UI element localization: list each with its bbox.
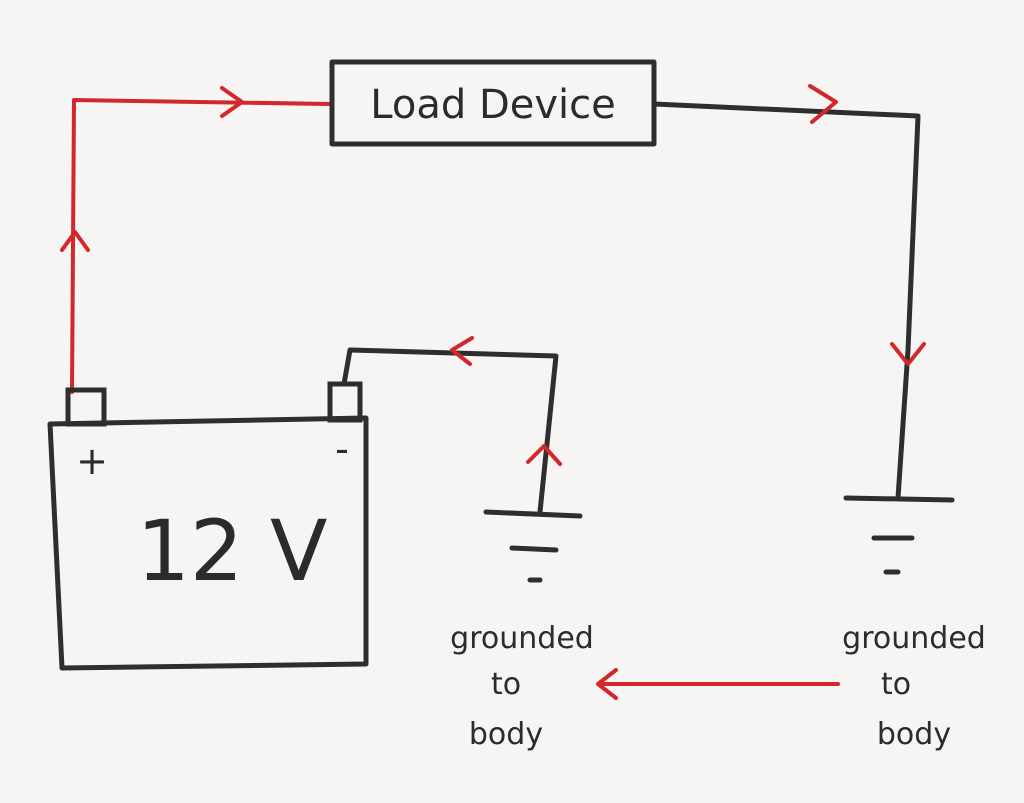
- negative-return-wire: [341, 347, 559, 515]
- right-ground-label: grounded to body: [842, 621, 986, 752]
- load-return-wire: [651, 101, 921, 501]
- svg-text:body: body: [877, 717, 951, 752]
- red-positive-wire: [70, 98, 332, 394]
- left-ground-symbol: [483, 509, 583, 583]
- arrow-right-icon: [220, 86, 244, 118]
- arrow-down-icon: [890, 342, 926, 366]
- arrow-up-icon: [60, 230, 90, 252]
- battery-voltage-label: 12 V: [136, 502, 327, 600]
- right-ground-symbol: [843, 495, 955, 575]
- svg-text:to: to: [491, 667, 521, 702]
- svg-text:to: to: [881, 667, 911, 702]
- svg-text:body: body: [469, 717, 543, 752]
- arrow-left-icon: [596, 668, 618, 700]
- svg-text:grounded: grounded: [450, 621, 594, 656]
- arrow-right-icon: [808, 84, 838, 124]
- load-device-label: Load Device: [370, 82, 615, 128]
- svg-text:grounded: grounded: [842, 621, 986, 656]
- arrow-left-icon: [450, 336, 474, 366]
- battery-positive-symbol: +: [76, 439, 108, 483]
- battery: + - 12 V: [47, 381, 369, 671]
- load-device-box: Load Device: [329, 59, 657, 147]
- left-ground-label: grounded to body: [450, 621, 594, 752]
- arrow-up-icon: [526, 444, 562, 466]
- battery-negative-symbol: -: [335, 427, 349, 471]
